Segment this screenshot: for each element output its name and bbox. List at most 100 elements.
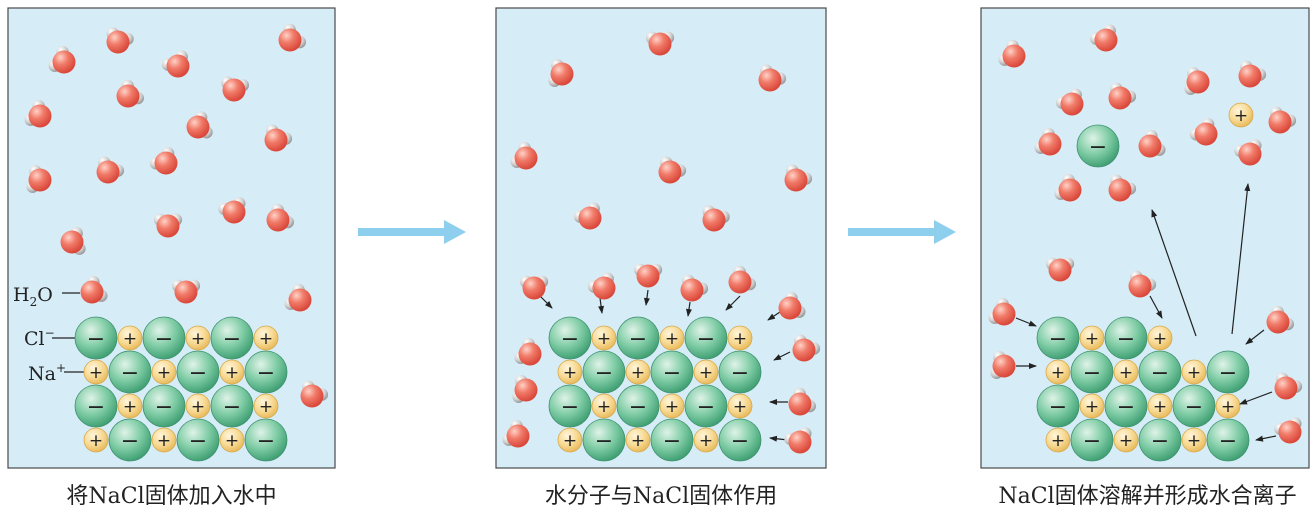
plus-sign: +	[1153, 329, 1167, 349]
chloride-ion: −	[582, 418, 626, 462]
sodium-ion: +	[1079, 393, 1105, 419]
minus-sign: −	[121, 429, 139, 454]
water-molecule	[1274, 372, 1303, 400]
sodium-ion: +	[83, 427, 109, 453]
plus-sign: +	[1051, 431, 1065, 451]
chloride-ion: −	[1036, 316, 1080, 360]
water-molecule	[1266, 305, 1295, 334]
sodium-ion: +	[253, 325, 279, 351]
water-molecule	[264, 124, 293, 152]
plus-sign: +	[259, 329, 273, 349]
minus-sign: −	[731, 361, 749, 386]
water-molecule	[278, 23, 306, 52]
chloride-ion: −	[142, 384, 186, 428]
water-molecule	[80, 275, 108, 304]
plus-sign: +	[699, 431, 713, 451]
minus-sign: −	[561, 395, 579, 420]
water-molecule	[512, 375, 538, 403]
water-molecule	[1138, 129, 1166, 158]
sodium-ion: +	[151, 427, 177, 453]
water-molecule	[788, 387, 816, 416]
minus-sign: −	[87, 327, 105, 352]
minus-sign: −	[1151, 429, 1169, 454]
chloride-ion: −	[616, 316, 660, 360]
minus-sign: −	[189, 361, 207, 386]
water-molecule	[48, 45, 76, 74]
chloride-ion: −	[1036, 384, 1080, 428]
minus-sign: −	[1219, 429, 1237, 454]
attraction-arrow	[643, 289, 650, 306]
water-molecule	[284, 283, 312, 312]
water-molecule	[153, 213, 183, 238]
water-molecule	[758, 64, 787, 92]
minus-sign: −	[663, 361, 681, 386]
plus-sign: +	[225, 363, 239, 383]
water-molecule	[998, 39, 1026, 68]
chloride-ion: −	[108, 418, 152, 462]
minus-sign: −	[1089, 135, 1107, 160]
water-molecule	[26, 165, 52, 193]
plus-sign: +	[1119, 363, 1133, 383]
chloride-ion: −	[684, 384, 728, 428]
water-molecule	[1055, 88, 1084, 116]
water-molecule	[573, 202, 602, 230]
water-molecule	[792, 334, 821, 362]
chloride-ion: −	[1172, 384, 1216, 428]
water-molecule	[702, 205, 730, 232]
chloride-ion: −	[548, 316, 592, 360]
plus-sign: +	[665, 329, 679, 349]
water-molecule	[990, 351, 1016, 379]
sodium-ion: +	[1181, 427, 1207, 453]
attraction-arrow	[773, 351, 791, 361]
water-molecule	[171, 279, 201, 304]
chloride-label: Cl−	[24, 326, 55, 350]
plus-sign: +	[123, 397, 137, 417]
plus-sign: +	[259, 397, 273, 417]
water-molecule	[680, 274, 709, 302]
minus-sign: −	[121, 361, 139, 386]
plus-sign: +	[1221, 397, 1235, 417]
attraction-arrow	[1255, 435, 1277, 442]
water-molecule	[149, 147, 178, 175]
water-molecule	[1089, 24, 1118, 52]
plus-sign: +	[191, 329, 205, 349]
chloride-ion: −	[142, 316, 186, 360]
transition-arrow-2	[848, 220, 956, 244]
water-molecule	[658, 156, 687, 184]
chloride-ion: −	[582, 350, 626, 394]
minus-sign: −	[223, 327, 241, 352]
water-molecule	[548, 58, 574, 87]
minus-sign: −	[595, 361, 613, 386]
chloride-ion: −	[616, 384, 660, 428]
minus-sign: −	[257, 429, 275, 454]
migration-arrow	[1151, 209, 1197, 337]
sodium-ion: +	[253, 393, 279, 419]
attraction-arrow	[598, 297, 605, 314]
minus-sign: −	[697, 327, 715, 352]
minus-sign: −	[595, 429, 613, 454]
sodium-ion: +	[625, 427, 651, 453]
minus-sign: −	[561, 327, 579, 352]
attraction-arrow	[1239, 391, 1273, 405]
sodium-label: Na+	[28, 361, 66, 385]
attraction-arrow	[1149, 295, 1163, 319]
chloride-ion: −	[74, 316, 118, 360]
plus-sign: +	[733, 329, 747, 349]
water-molecule	[1045, 257, 1075, 282]
sodium-ion: +	[117, 325, 143, 351]
sodium-ion: +	[625, 359, 651, 385]
plus-sign: +	[89, 431, 103, 451]
water-molecule	[784, 164, 813, 192]
sodium-ion: +	[1079, 325, 1105, 351]
panel-2-caption: 水分子与NaCl固体作用	[544, 484, 778, 509]
water-molecule	[1184, 67, 1210, 95]
water-molecule	[784, 427, 812, 454]
water-molecule	[1274, 417, 1302, 444]
water-molecule	[221, 76, 249, 102]
minus-sign: −	[1117, 327, 1135, 352]
sodium-ion: +	[117, 393, 143, 419]
water-molecule	[1108, 82, 1137, 110]
sodium-ion: +	[659, 325, 685, 351]
water-molecule	[96, 156, 125, 184]
